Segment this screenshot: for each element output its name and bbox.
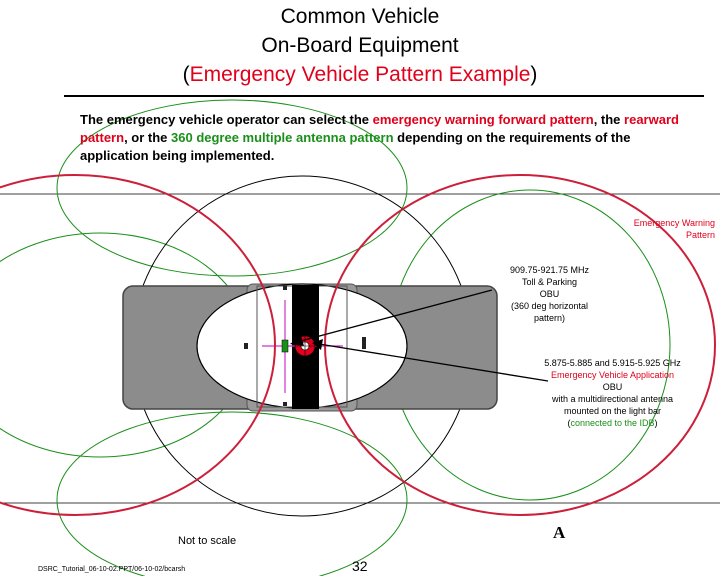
mount-top [283,286,287,290]
emergency-warning-label: Emergency Warning Pattern [595,217,715,241]
green-lobe-top [56,99,408,277]
title-paren-open: ( [182,63,190,86]
mount-left [244,343,248,349]
desc-text-4: depending on the requirements of the app… [80,130,631,163]
toll-obu-label: 909.75-921.75 MHz Toll & Parking OBU (36… [487,264,612,324]
annotation-leaders [290,289,549,382]
dsrc-label-line3: OBU [602,382,623,392]
desc-360-pattern: 360 degree multiple antenna pattern [171,130,394,145]
corner-letter: A [553,523,566,542]
dsrc-connected-idb: connected to the IDB [570,418,655,428]
page-number: 32 [352,558,368,574]
description-paragraph: The emergency vehicle operator can selec… [80,111,680,165]
toll-label-line1: 909.75-921.75 MHz [509,265,590,275]
title-line-2: On-Board Equipment [261,34,459,57]
mount-right [362,337,366,349]
title-divider [64,95,704,97]
leader-toll-obu [296,289,493,343]
leader-dsrc-obu [318,343,549,382]
title-emergency-example: Emergency Vehicle Pattern Example [189,63,531,86]
warning-label-line2: Pattern [685,230,715,240]
toll-obu-unit [281,339,289,353]
desc-text-1: The emergency vehicle operator can selec… [80,112,373,127]
footer-filename: DSRC_Tutorial_06-10-02.PPT/06-10-02/bcar… [38,566,186,573]
scale-note: Not to scale [178,535,237,547]
dsrc-label-line1: 5.875-5.885 and 5.915-5.925 GHz [544,358,681,368]
toll-label-line4: (360 deg horizontal [510,301,589,311]
red-lobe-rearward [0,174,276,516]
green-lobe-bottom [56,411,408,576]
mount-bottom [283,402,287,406]
dsrc-paren-close: ) [654,418,658,428]
dsrc-label-line6: (connected to the IDB) [510,417,715,429]
dsrc-obu-label: 5.875-5.885 and 5.915-5.925 GHz Emergenc… [510,357,715,429]
title-line-3: (Emergency Vehicle Pattern Example) [0,61,720,89]
dsrc-label-line4: with a multidirectional antenna [551,394,674,404]
desc-text-2: , the [593,112,625,127]
warning-label-line1: Emergency Warning [633,218,715,228]
desc-rearward-pattern: rearward pattern [80,112,679,145]
dsrc-label-line2: Emergency Vehicle Application [550,370,675,380]
title-paren-close: ) [530,63,538,86]
title-line-1: Common Vehicle [280,5,440,28]
toll-label-line5: pattern) [533,313,566,323]
dsrc-label-line5: mounted on the light bar [563,406,662,416]
toll-label-line3: OBU [539,289,560,299]
desc-text-3: , or the [124,130,172,145]
desc-forward-pattern: emergency warning forward pattern [372,112,594,127]
dsrc-paren-open: ( [567,418,571,428]
toll-label-line2: Toll & Parking [521,277,578,287]
